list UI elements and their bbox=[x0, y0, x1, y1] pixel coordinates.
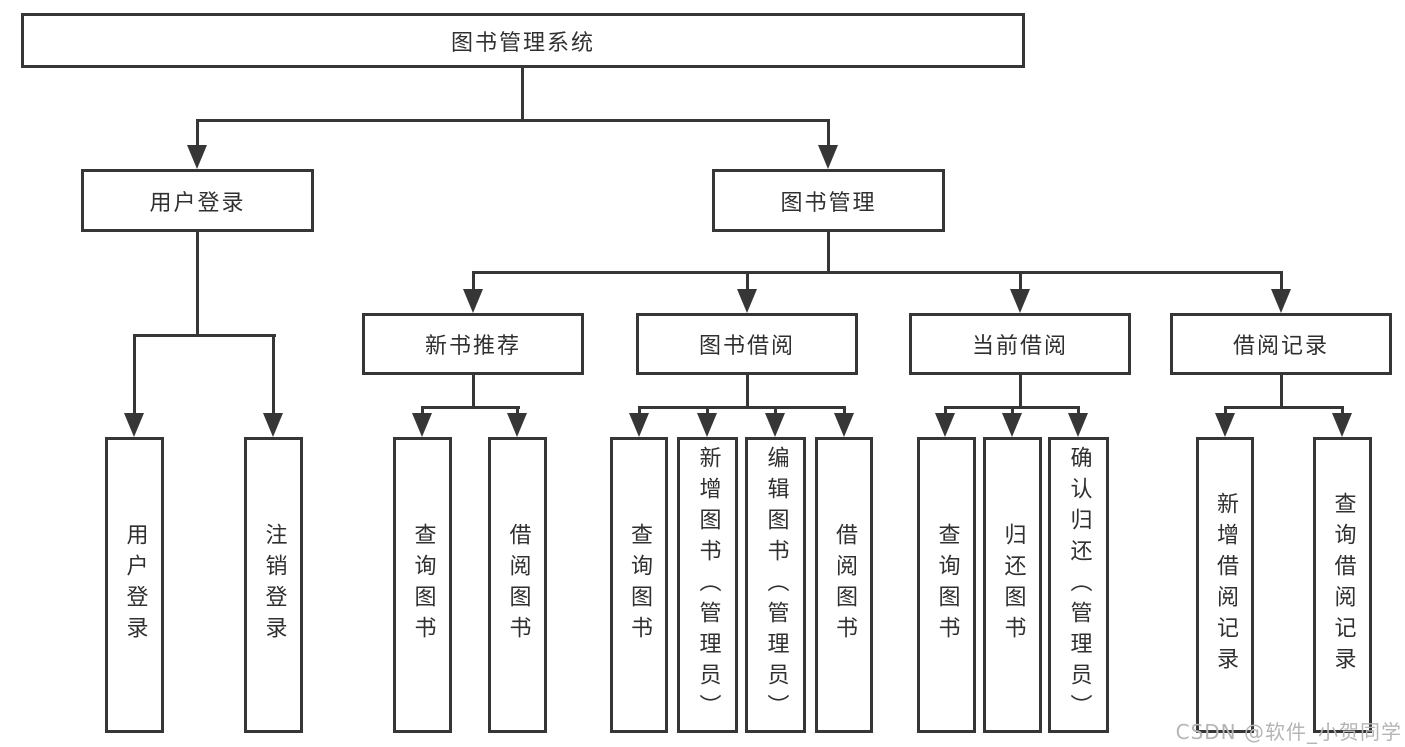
node-label: 借阅图书 bbox=[505, 523, 531, 647]
arrowhead-down-icon bbox=[187, 145, 207, 169]
csdn-watermark: CSDN @软件_小贺同学 bbox=[1175, 720, 1402, 744]
node-label: 新增图书（管理员） bbox=[695, 445, 721, 725]
node-label: 借阅图书 bbox=[832, 523, 857, 647]
connector-vline bbox=[1019, 374, 1022, 408]
leaf-logout: 注销登录 bbox=[244, 437, 303, 733]
node-label: 用户登录 bbox=[122, 523, 148, 647]
node-user-login: 用户登录 bbox=[81, 169, 314, 232]
connector-vline bbox=[272, 334, 275, 414]
leaf-edit-books-admin: 编辑图书（管理员） bbox=[745, 437, 806, 733]
leaf-add-borrow-record: 新增借阅记录 bbox=[1196, 437, 1254, 733]
leaf-query-borrow-record: 查询借阅记录 bbox=[1313, 437, 1372, 733]
connector-vline bbox=[1224, 406, 1227, 416]
connector-vline bbox=[196, 119, 199, 147]
node-label: 图书管理 bbox=[780, 190, 877, 216]
arrowhead-down-icon bbox=[1068, 413, 1088, 437]
arrowhead-down-icon bbox=[737, 289, 757, 313]
node-label: 图书借阅 bbox=[698, 334, 795, 359]
leaf-query-books: 查询图书 bbox=[393, 437, 452, 733]
node-book-management: 图书管理 bbox=[712, 169, 945, 232]
connector-vline bbox=[746, 374, 749, 408]
arrowhead-down-icon bbox=[1002, 413, 1022, 437]
node-label: 查询图书 bbox=[410, 523, 436, 647]
node-new-book-recommendation: 新书推荐 bbox=[362, 313, 584, 375]
arrowhead-down-icon bbox=[463, 289, 483, 313]
leaf-confirm-return-admin: 确认归还（管理员） bbox=[1048, 437, 1109, 733]
connector-vline bbox=[1280, 374, 1283, 408]
connector-hline bbox=[638, 406, 846, 409]
arrowhead-down-icon bbox=[697, 413, 717, 437]
node-label: 归还图书 bbox=[1000, 523, 1026, 647]
connector-vline bbox=[843, 406, 846, 416]
connector-vline bbox=[1011, 406, 1014, 416]
node-label: 当前借阅 bbox=[971, 334, 1068, 359]
arrowhead-down-icon bbox=[124, 413, 144, 437]
node-label: 查询图书 bbox=[627, 523, 652, 647]
node-label: 新书推荐 bbox=[424, 334, 521, 359]
node-label: 新增借阅记录 bbox=[1213, 492, 1238, 678]
connector-vline bbox=[746, 271, 749, 291]
connector-vline bbox=[706, 406, 709, 416]
arrowhead-down-icon bbox=[834, 413, 854, 437]
node-label: 图书管理系统 bbox=[450, 30, 595, 56]
node-label: 用户登录 bbox=[149, 190, 246, 216]
connector-vline bbox=[1280, 271, 1283, 291]
node-library-management-system: 图书管理系统 bbox=[21, 13, 1025, 68]
connector-vline bbox=[196, 231, 199, 336]
connector-hline bbox=[1224, 406, 1344, 409]
connector-hline bbox=[421, 406, 520, 409]
connector-vline bbox=[1019, 271, 1022, 291]
arrowhead-down-icon bbox=[629, 413, 649, 437]
leaf-borrow-books: 借阅图书 bbox=[488, 437, 547, 733]
connector-hline bbox=[133, 334, 276, 337]
leaf-user-login: 用户登录 bbox=[105, 437, 164, 733]
node-borrowing-records: 借阅记录 bbox=[1170, 313, 1392, 375]
leaf-borrow-books: 借阅图书 bbox=[815, 437, 873, 733]
connector-vline bbox=[827, 119, 830, 147]
connector-vline bbox=[944, 406, 947, 416]
node-label: 借阅记录 bbox=[1232, 334, 1329, 359]
arrowhead-down-icon bbox=[765, 413, 785, 437]
arrowhead-down-icon bbox=[818, 145, 838, 169]
node-label: 查询借阅记录 bbox=[1330, 492, 1356, 678]
arrowhead-down-icon bbox=[1271, 289, 1291, 313]
connector-vline bbox=[516, 406, 519, 416]
leaf-query-books: 查询图书 bbox=[610, 437, 668, 733]
connector-vline bbox=[133, 334, 136, 414]
connector-vline bbox=[521, 68, 524, 121]
connector-vline bbox=[421, 406, 424, 416]
connector-vline bbox=[472, 271, 475, 291]
connector-vline bbox=[827, 231, 830, 273]
node-label: 确认归还（管理员） bbox=[1066, 445, 1092, 725]
node-book-borrowing: 图书借阅 bbox=[636, 313, 858, 375]
arrowhead-down-icon bbox=[1332, 413, 1352, 437]
arrowhead-down-icon bbox=[507, 413, 527, 437]
leaf-return-books: 归还图书 bbox=[983, 437, 1042, 733]
leaf-add-books-admin: 新增图书（管理员） bbox=[677, 437, 738, 733]
arrowhead-down-icon bbox=[1010, 289, 1030, 313]
connector-hline bbox=[196, 119, 830, 122]
node-label: 注销登录 bbox=[261, 523, 287, 647]
arrowhead-down-icon bbox=[263, 413, 283, 437]
arrowhead-down-icon bbox=[935, 413, 955, 437]
connector-hline bbox=[472, 271, 1283, 274]
connector-vline bbox=[1341, 406, 1344, 416]
node-label: 查询图书 bbox=[934, 523, 960, 647]
connector-vline bbox=[774, 406, 777, 416]
connector-vline bbox=[472, 374, 475, 408]
node-label: 编辑图书（管理员） bbox=[763, 445, 789, 725]
node-current-borrowing: 当前借阅 bbox=[909, 313, 1131, 375]
arrowhead-down-icon bbox=[412, 413, 432, 437]
connector-vline bbox=[1077, 406, 1080, 416]
connector-vline bbox=[638, 406, 641, 416]
leaf-query-books: 查询图书 bbox=[917, 437, 976, 733]
arrowhead-down-icon bbox=[1215, 413, 1235, 437]
